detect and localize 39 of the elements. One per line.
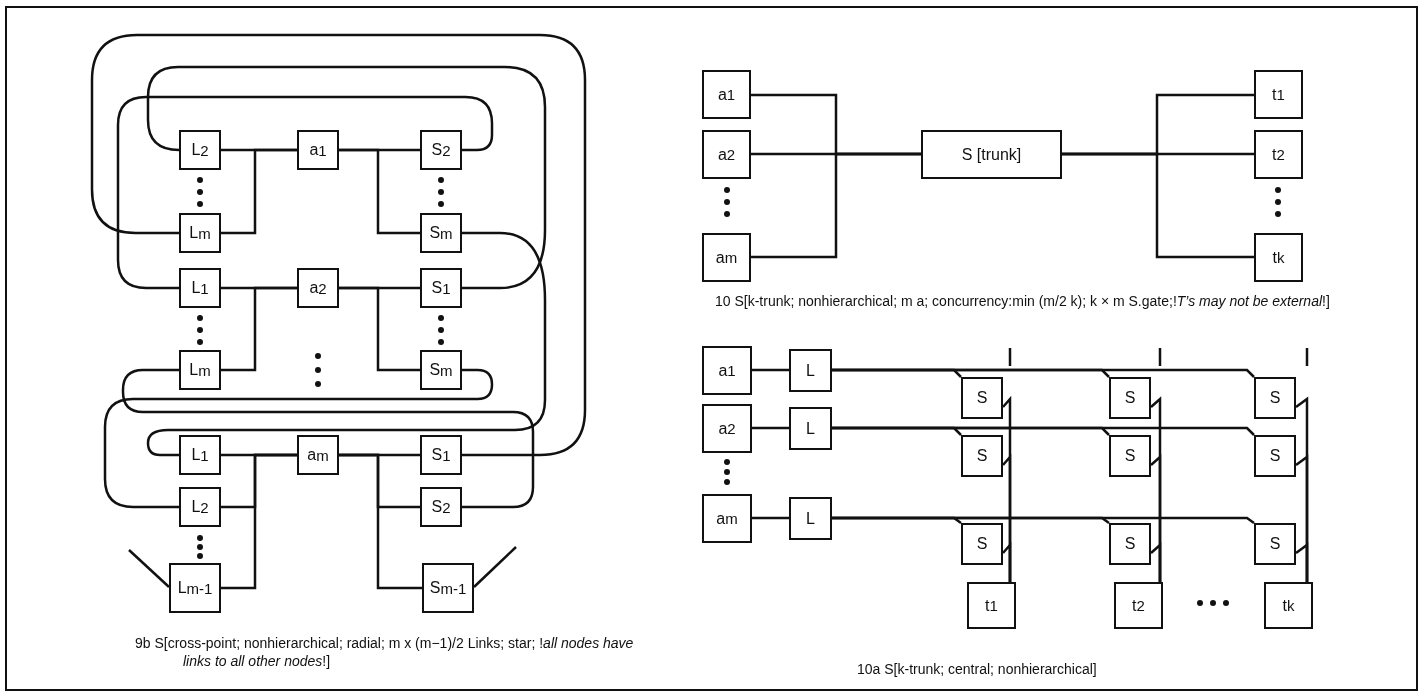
node-box: S bbox=[1109, 523, 1151, 565]
node-box: L bbox=[789, 497, 832, 540]
connector-line bbox=[1002, 541, 1012, 582]
connector-line bbox=[752, 368, 789, 372]
connector-line bbox=[473, 546, 517, 588]
node-box: S bbox=[1254, 435, 1296, 477]
node-box: S bbox=[961, 523, 1003, 565]
connector-line bbox=[339, 148, 420, 235]
connector-line bbox=[1295, 542, 1309, 582]
connector-line bbox=[90, 33, 587, 457]
node-box: L bbox=[789, 407, 832, 450]
connector-line bbox=[339, 453, 422, 590]
node-box: S bbox=[1109, 377, 1151, 419]
connector-line bbox=[128, 549, 170, 588]
node-box: S bbox=[1254, 523, 1296, 565]
connector-line bbox=[1062, 152, 1254, 259]
connector-line bbox=[221, 148, 297, 235]
node-box: S bbox=[961, 435, 1003, 477]
connector-line bbox=[1150, 542, 1162, 582]
connector-line bbox=[832, 426, 1255, 436]
connector-line bbox=[752, 516, 789, 520]
figure-caption: 9b S[cross-point; nonhierarchical; radial; m x (m−1)/2 Links; star; !all nodes have links to all other nodes!] bbox=[135, 634, 635, 670]
node-box: L bbox=[789, 349, 832, 392]
connector-line bbox=[146, 65, 547, 290]
connector-line bbox=[832, 516, 1255, 524]
connector-line bbox=[116, 95, 494, 290]
node-box: S [trunk] bbox=[921, 130, 1062, 179]
connector-line bbox=[221, 453, 297, 590]
node-box: S bbox=[1254, 377, 1296, 419]
figure-caption: 10a S[k-trunk; central; nonhierarchical] bbox=[857, 660, 1098, 678]
connector-line bbox=[221, 286, 297, 372]
connector-line bbox=[339, 286, 420, 372]
connector-line bbox=[752, 426, 789, 430]
node-box: S bbox=[1109, 435, 1151, 477]
node-box: S bbox=[961, 377, 1003, 419]
figure-caption: 10 S[k-trunk; nonhierarchical; m a; concurrency:min (m/2 k); k × m S.gate;!T’s may not be external!] bbox=[715, 292, 1331, 310]
connector-line bbox=[751, 152, 921, 259]
connector-line bbox=[832, 368, 1255, 378]
connector-line bbox=[146, 231, 547, 457]
